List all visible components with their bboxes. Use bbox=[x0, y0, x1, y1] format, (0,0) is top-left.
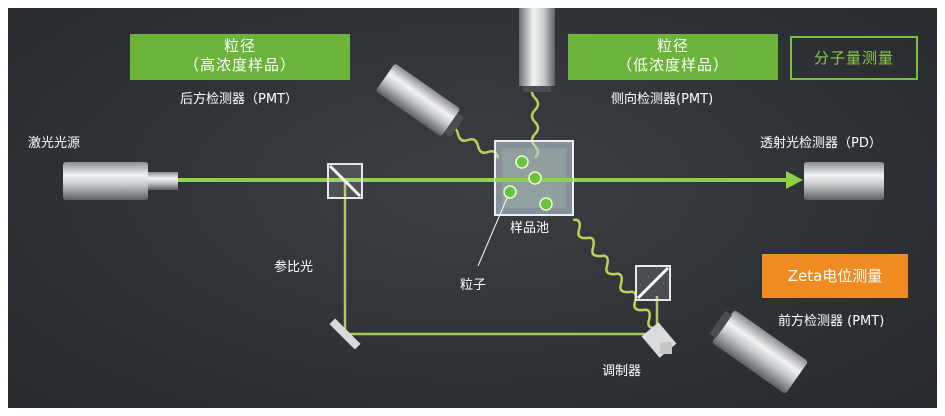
backward-size-subtitle: （高浓度样品） bbox=[183, 56, 296, 74]
backward-detector bbox=[376, 64, 465, 138]
modulator-label: 调制器 bbox=[602, 364, 642, 379]
beam-splitter-left bbox=[327, 163, 363, 199]
reference-beam-path bbox=[343, 180, 659, 336]
particle-pointer bbox=[477, 197, 508, 267]
forward-detector-label: 前方检测器 (PMT) bbox=[778, 314, 885, 329]
backward-size-title: 粒径 bbox=[223, 37, 256, 55]
forward-scatter-wave bbox=[572, 218, 672, 348]
transmission-detector-label: 透射光检测器（PD） bbox=[760, 136, 882, 151]
zeta-potential-box: Zeta电位测量 bbox=[762, 254, 908, 298]
mirror bbox=[329, 318, 361, 350]
transmission-detector bbox=[804, 162, 884, 200]
side-size-title: 粒径 bbox=[656, 37, 689, 55]
backward-size-box: 粒径 （高浓度样品） bbox=[130, 34, 350, 80]
molecular-weight-box: 分子量测量 bbox=[790, 36, 918, 80]
particle-label: 粒子 bbox=[460, 278, 487, 293]
forward-detector bbox=[709, 310, 808, 394]
reference-light-label: 参比光 bbox=[274, 260, 314, 275]
particle-dot bbox=[515, 155, 529, 169]
particle-dot bbox=[528, 171, 542, 185]
side-detector-label: 侧向检测器(PMT) bbox=[611, 92, 714, 107]
modulator bbox=[641, 322, 677, 358]
particle-dot bbox=[503, 185, 517, 199]
backward-detector-label: 后方检测器（PMT） bbox=[180, 92, 298, 107]
sample-cell-label: 样品池 bbox=[510, 221, 550, 236]
side-size-box: 粒径 （低浓度样品） bbox=[568, 34, 778, 80]
optical-diagram: 粒径 （高浓度样品） 粒径 （低浓度样品） 分子量测量 Zeta电位测量 后方检… bbox=[8, 8, 937, 408]
laser-source bbox=[63, 162, 178, 200]
laser-arrowhead bbox=[786, 171, 803, 189]
side-size-subtitle: （低浓度样品） bbox=[616, 56, 729, 74]
particle-dot bbox=[539, 197, 553, 211]
side-detector bbox=[519, 8, 555, 92]
sample-cell bbox=[494, 140, 574, 216]
optical-layout bbox=[63, 8, 884, 394]
laser-source-label: 激光光源 bbox=[28, 136, 81, 151]
beam-splitter-right bbox=[635, 265, 671, 301]
